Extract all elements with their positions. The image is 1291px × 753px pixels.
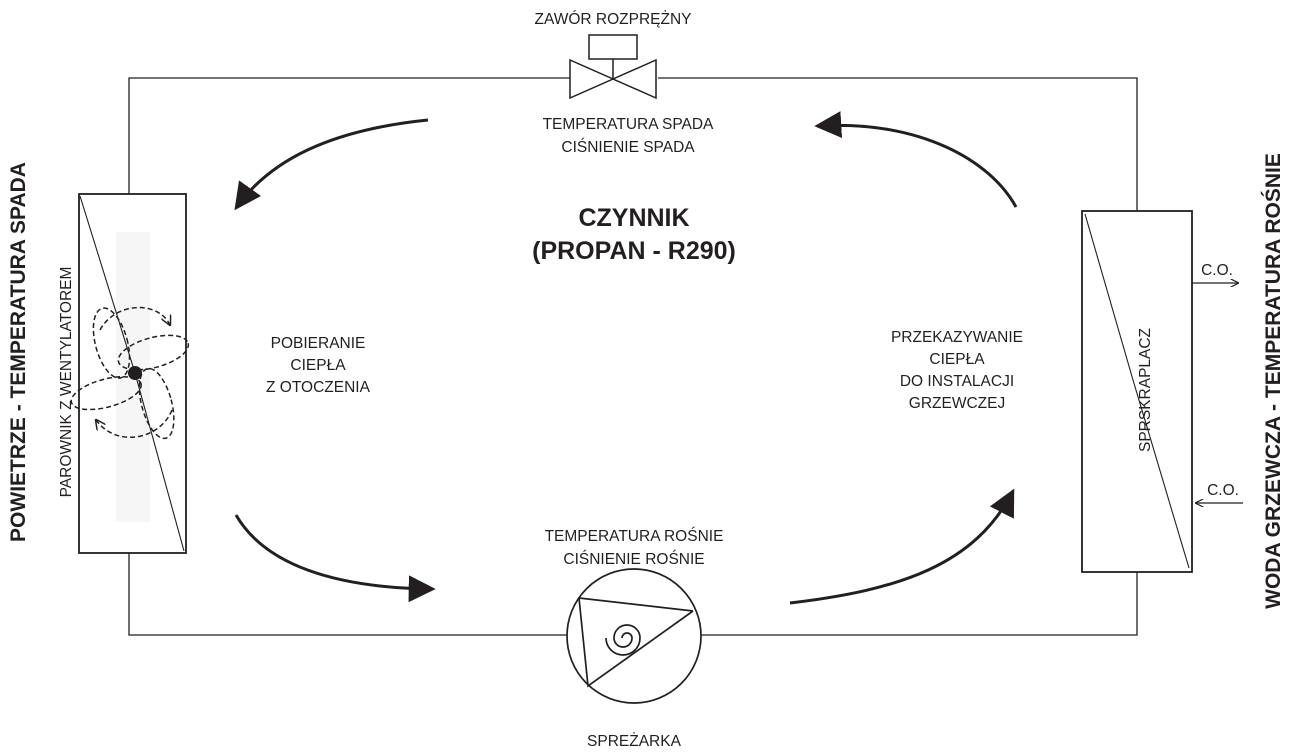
condenser-outlet-label: C.O. (1201, 262, 1233, 279)
heat-transfer-line4: GRZEWCZEJ (909, 395, 1005, 412)
valve-label: ZAWÓR ROZPRĘŻNY (534, 10, 691, 28)
flow-arrow-top-right (814, 111, 1018, 208)
heat-intake-line3: Z OTOCZENIA (266, 379, 371, 396)
compressor-icon (566, 568, 702, 704)
refrigerant-title: CZYNNIK (578, 204, 689, 232)
condenser-label: SPRSKRAPLACZ (1137, 328, 1154, 452)
flow-arrow-bottom-right (789, 488, 1015, 605)
valve-pressure-text: CIŚNIENIE SPADA (561, 138, 695, 156)
flow-arrow-top-left (234, 118, 429, 211)
water-side-label: WODA GRZEWCZA - TEMPERATURA ROŚNIE (1261, 153, 1285, 609)
condenser-inlet-label: C.O. (1207, 482, 1239, 499)
compressor-label: SPREŻARKA (587, 732, 682, 750)
evaporator-label: PAROWNIK Z WENTYLATOREM (58, 267, 75, 498)
heat-transfer-line1: PRZEKAZYWANIE (891, 329, 1023, 346)
condenser-unit (1081, 210, 1193, 573)
flow-arrow-bottom-left (234, 514, 436, 603)
refrigerant-subtitle: (PROPAN - R290) (532, 237, 736, 265)
compressor-temperature-text: TEMPERATURA ROŚNIE (545, 527, 724, 545)
heat-transfer-line3: DO INSTALACJI (900, 373, 1014, 390)
valve-temperature-text: TEMPERATURA SPADA (543, 116, 714, 133)
flow-arrows (234, 111, 1018, 605)
air-side-label: POWIETRZE - TEMPERATURA SPADA (7, 162, 30, 542)
refrigerant-pipe (128, 77, 1138, 636)
heat-intake-line1: POBIERANIE (271, 335, 366, 352)
fan-icon (70, 306, 190, 440)
expansion-valve (569, 34, 657, 100)
water-connections (1192, 283, 1243, 503)
compressor-pressure-text: CIŚNIENIE ROŚNIE (563, 550, 704, 568)
heat-transfer-line2: CIEPŁA (929, 351, 985, 368)
evaporator-unit (70, 193, 190, 554)
heat-intake-line2: CIEPŁA (290, 357, 346, 374)
